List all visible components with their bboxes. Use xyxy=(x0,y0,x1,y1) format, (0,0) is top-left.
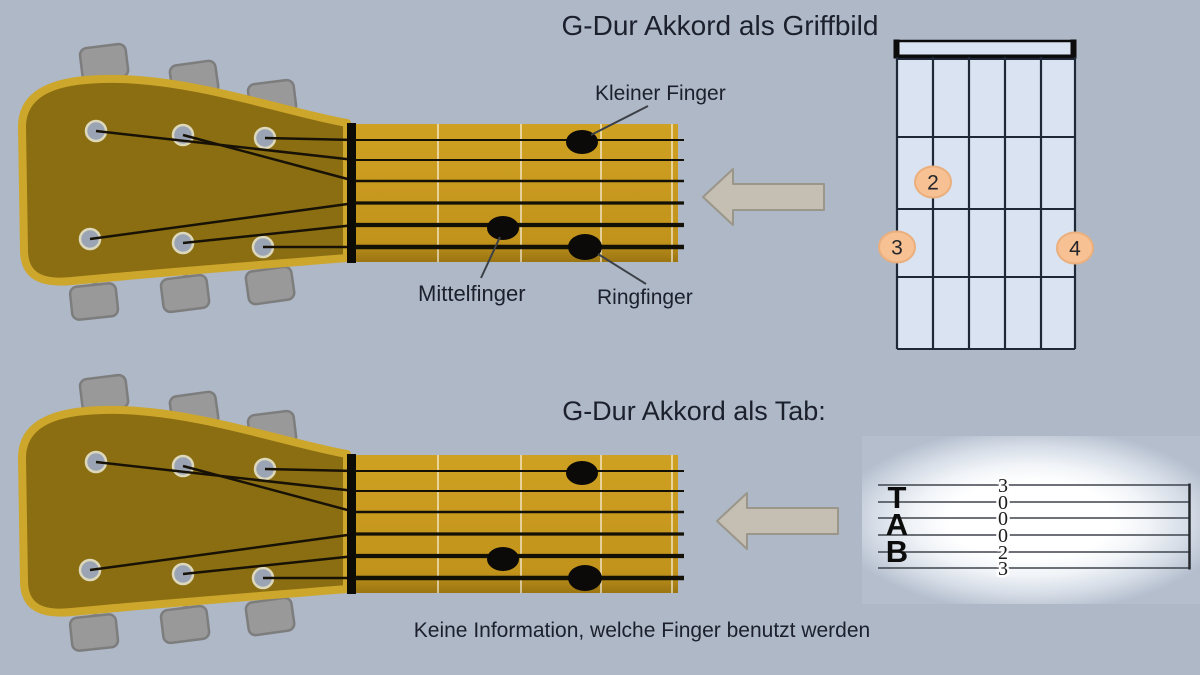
tab-number-string1: 3 xyxy=(998,475,1008,497)
tab-number-string3: 0 xyxy=(998,508,1008,530)
chord-diagram: 2 3 4 xyxy=(878,39,1094,350)
tab-number-string6: 3 xyxy=(998,558,1008,580)
finger-marker-3: 3 xyxy=(878,230,916,264)
arrow-left-icon-top xyxy=(702,168,825,226)
tab-letter-a: A xyxy=(886,507,908,542)
tab-number-string2: 0 xyxy=(998,492,1008,514)
chord-diagram-strings xyxy=(895,57,1077,349)
chord-diagram-nut xyxy=(893,39,1077,59)
arrow-left-icon-bottom xyxy=(716,492,839,550)
tab-staff-lines xyxy=(878,484,1190,569)
middle-finger-label: Mittelfinger xyxy=(418,281,526,306)
tab-number-string4: 0 xyxy=(998,525,1008,547)
finger-marker-4: 4 xyxy=(1056,231,1094,265)
tab-title: G-Dur Akkord als Tab: xyxy=(562,396,826,426)
chord-diagram-frets xyxy=(897,58,1075,350)
tab-panel-background xyxy=(862,436,1200,604)
finger-marker-4-number: 4 xyxy=(1069,238,1081,261)
finger-marker-2: 2 xyxy=(914,165,952,199)
griffbild-title: G-Dur Akkord als Griffbild xyxy=(561,10,879,41)
tab-letter-t: T xyxy=(888,480,907,515)
finger-marker-2-number: 2 xyxy=(927,172,939,195)
tab-fret-numbers: 3 0 0 0 2 3 xyxy=(996,473,1011,583)
tab-clef-letters: T A B xyxy=(886,480,908,569)
tab-letter-b: B xyxy=(886,534,908,569)
ring-finger-label: Ringfinger xyxy=(597,286,693,309)
finger-marker-3-number: 3 xyxy=(891,237,903,260)
pinky-finger-label: Kleiner Finger xyxy=(595,82,726,105)
tab-staff: T A B 3 0 0 0 2 3 xyxy=(878,473,1191,583)
tab-number-string5: 2 xyxy=(998,542,1008,564)
footnote-text: Keine Information, welche Finger benutzt… xyxy=(413,619,871,642)
